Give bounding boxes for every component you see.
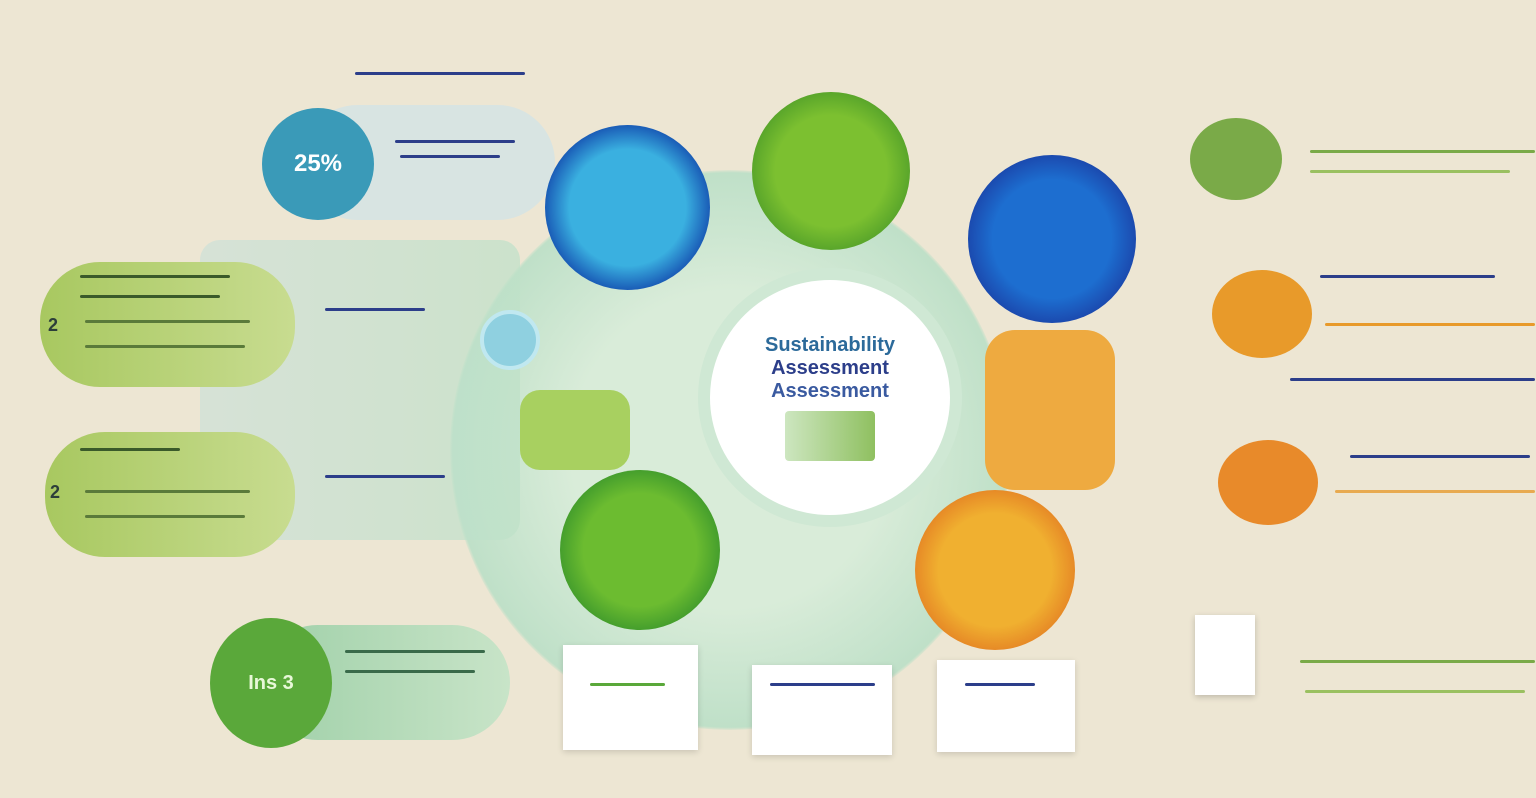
text-line xyxy=(85,515,245,518)
text-line xyxy=(85,490,250,493)
text-line xyxy=(85,320,250,323)
text-line xyxy=(1335,490,1535,493)
orange-tab xyxy=(985,330,1115,490)
text-line xyxy=(1305,690,1525,693)
card-2 xyxy=(752,665,892,755)
text-line xyxy=(1310,170,1510,173)
text-line xyxy=(395,140,515,143)
right-document-icon xyxy=(1195,615,1255,695)
text-line xyxy=(325,475,445,478)
header-line xyxy=(355,72,525,75)
text-line xyxy=(345,670,475,673)
lime-box xyxy=(520,390,630,470)
text-line xyxy=(400,155,500,158)
center-title-line: Sustainability xyxy=(764,334,896,356)
text-line xyxy=(80,295,220,298)
right-orange-icon-2 xyxy=(1218,440,1318,525)
text-line xyxy=(80,448,180,451)
text-line xyxy=(590,683,665,686)
text-line xyxy=(80,275,230,278)
left-pill-2 xyxy=(45,432,295,557)
blue-circle xyxy=(545,125,710,290)
text-line xyxy=(965,683,1035,686)
bottom-badge-value: Ins 3 xyxy=(248,671,294,694)
orange-circle xyxy=(915,490,1075,650)
left-pill-1 xyxy=(40,262,295,387)
text-line xyxy=(345,650,485,653)
center-illustration xyxy=(785,411,875,461)
text-line xyxy=(1310,150,1535,153)
text-line xyxy=(1320,275,1495,278)
green-circle-top xyxy=(752,92,910,250)
text-line xyxy=(1290,378,1535,381)
text-line xyxy=(325,308,425,311)
center-title-line: Assessment xyxy=(771,380,889,402)
center-title-line: Assessment xyxy=(771,357,889,379)
stat-value: 25% xyxy=(293,150,343,177)
text-line xyxy=(770,683,875,686)
right-orange-icon-1 xyxy=(1212,270,1312,358)
text-line xyxy=(85,345,245,348)
green-circle-bottom xyxy=(560,470,720,630)
step-marker: 2 xyxy=(50,482,61,502)
card-3 xyxy=(937,660,1075,752)
text-line xyxy=(1300,660,1535,663)
text-line xyxy=(1350,455,1530,458)
step-marker: 2 xyxy=(48,315,59,335)
navy-circle xyxy=(968,155,1136,323)
text-line xyxy=(1325,323,1535,326)
small-teal-circle xyxy=(480,310,540,370)
right-green-icon xyxy=(1190,118,1282,200)
center-circle: Sustainability Assessment Assessment xyxy=(710,280,950,515)
stat-badge: 25% xyxy=(262,108,374,220)
card-1 xyxy=(563,645,698,750)
bottom-badge: Ins 3 xyxy=(210,618,332,748)
